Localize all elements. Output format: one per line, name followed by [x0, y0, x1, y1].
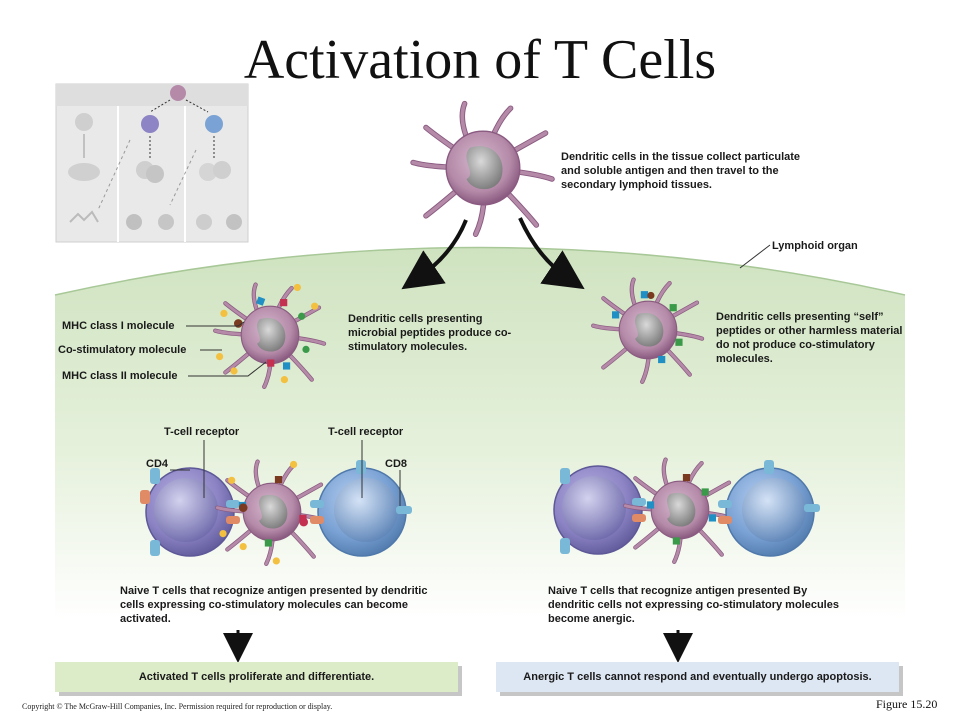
right-bottom-caption: Naive T cells that recognize antigen pre… — [548, 585, 839, 625]
cd8-t-cell-left — [310, 460, 412, 557]
inset-thumbnail — [55, 83, 249, 243]
activated-box — [55, 662, 458, 692]
dendritic-cell-tissue — [413, 104, 552, 235]
activated-result-text: Activated T cells proliferate and differ… — [138, 671, 375, 683]
dendritic-cell-self — [593, 280, 702, 382]
arrow-to-right-panel — [518, 217, 585, 290]
mhc2-leader — [188, 361, 267, 377]
lymphoid-organ-label: Lymphoid organ — [772, 240, 858, 252]
copyright-notice: Copyright © The McGraw-Hill Companies, I… — [22, 702, 333, 711]
anergic-result-text: Anergic T cells cannot respond and event… — [523, 671, 872, 683]
dendritic-cell-presenting-left — [217, 461, 326, 565]
left-bottom-caption: Naive T cells that recognize antigen pre… — [120, 585, 428, 625]
cd8-t-cell-right — [718, 460, 820, 557]
tcr-right-label: T-cell receptor — [328, 426, 404, 438]
top-caption: Dendritic cells in the tissue collect pa… — [561, 151, 801, 191]
mhc2-label: MHC class II molecule — [62, 370, 178, 382]
tcr-left-label: T-cell receptor — [164, 426, 240, 438]
slide-title: Activation of T Cells — [243, 29, 717, 91]
cd4-label: CD4 — [146, 458, 169, 470]
arrow-to-left-panel — [401, 219, 468, 290]
lymphoid-organ-leader — [739, 244, 771, 269]
figure-number: Figure 15.20 — [876, 697, 938, 711]
dendritic-cell-presenting-right — [625, 460, 734, 562]
mhc1-label: MHC class I molecule — [62, 320, 175, 332]
costim-label: Co-stimulatory molecule — [58, 344, 187, 356]
lymphoid-organ-outline — [54, 246, 906, 296]
dendritic-cell-microbial — [215, 284, 324, 387]
cd4-t-cell-left — [140, 467, 240, 557]
mhc1-leader — [186, 321, 245, 327]
cd4-t-cell-right — [553, 465, 646, 555]
left-caption: Dendritic cells presenting microbial pep… — [348, 313, 512, 353]
cd8-label: CD8 — [385, 458, 408, 470]
anergic-box — [496, 662, 899, 692]
right-caption: Dendritic cells presenting “self” peptid… — [716, 311, 903, 365]
